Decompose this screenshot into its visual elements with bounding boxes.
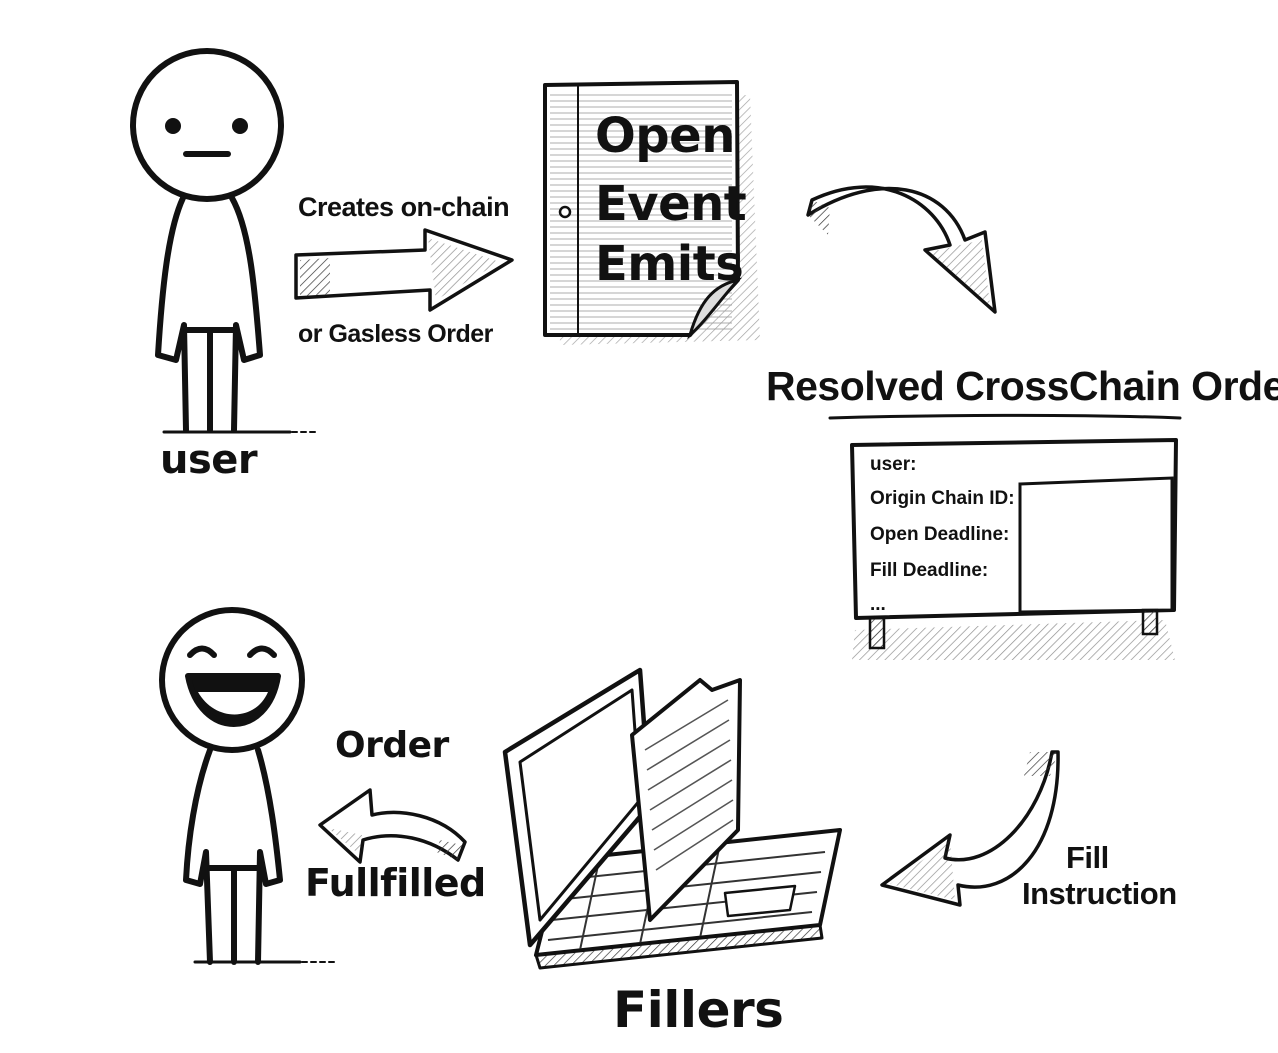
resolve-arrow [806,185,997,314]
order-board [850,438,1178,660]
user-top-label: user [160,437,258,483]
fill-instruction-line2: Instruction [1022,876,1177,911]
create-order-line1: Creates on-chain [298,192,510,222]
order-field-user: user: [870,454,917,475]
user-figure-bottom [159,607,337,965]
order-field-origin-chain: Origin Chain ID: [870,488,1015,509]
open-event-line2: Event [595,176,747,232]
create-order-line2: or Gasless Order [298,320,493,348]
fulfilled-line1: Order [335,725,449,766]
fulfilled-line2: Fullfilled [305,861,486,905]
fill-instruction-arrow [880,750,1060,907]
open-event-line3: Emits [595,236,744,292]
create-order-arrow [294,228,514,312]
resolved-order-title: Resolved CrossChain Order [766,363,1278,409]
order-field-more: ... [870,594,886,615]
fillers-label: Fillers [613,981,784,1039]
order-field-open-deadline: Open Deadline: [870,524,1010,545]
open-event-document [543,80,760,345]
order-field-fill-deadline: Fill Deadline: [870,560,989,581]
resolved-title-underline [828,413,1182,420]
open-event-line1: Open [595,108,735,164]
user-figure-top [130,48,319,434]
fulfilled-arrow [318,788,467,864]
fill-instruction-line1: Fill [1066,840,1109,875]
fillers-laptop [502,667,842,970]
